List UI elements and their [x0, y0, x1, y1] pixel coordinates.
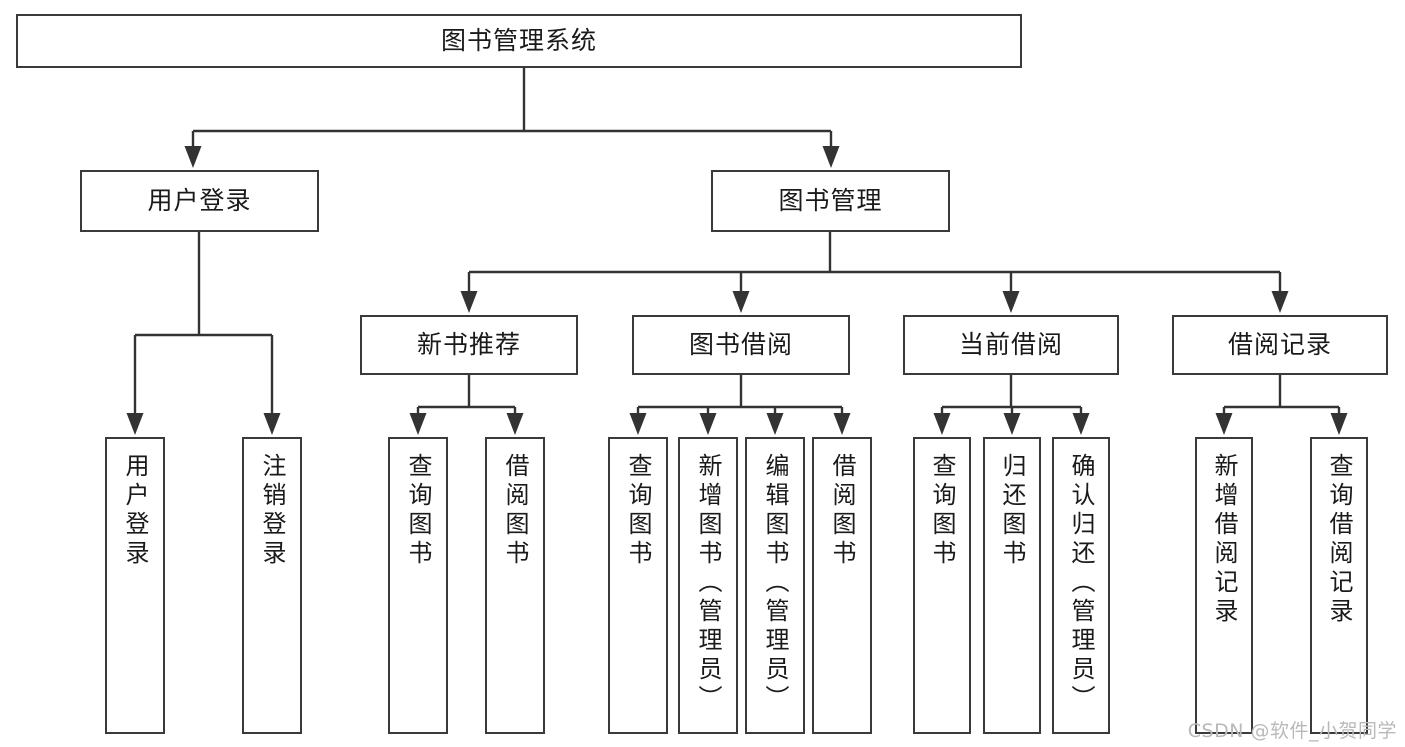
- node-label: 图书借阅: [688, 330, 793, 360]
- arrowhead-icon: [699, 413, 717, 435]
- arrowhead-icon: [732, 291, 750, 313]
- node-label: 归还图书: [998, 453, 1026, 569]
- arrowhead-icon: [1003, 413, 1021, 435]
- node-label: 确认归还（管理员）: [1067, 453, 1095, 714]
- arrowhead-icon: [1215, 413, 1233, 435]
- node-box[interactable]: 图书借阅: [632, 315, 850, 375]
- arrowhead-icon: [409, 413, 427, 435]
- node-label: 新增借阅记录: [1210, 453, 1238, 627]
- leaf-node-box[interactable]: 用户登录: [105, 437, 165, 734]
- arrowhead-icon: [766, 413, 784, 435]
- arrowhead-icon: [263, 413, 281, 435]
- node-label: 新增图书（管理员）: [694, 453, 722, 714]
- leaf-node-box[interactable]: 查询图书: [913, 437, 971, 734]
- node-label: 图书管理: [778, 186, 883, 216]
- node-box[interactable]: 借阅记录: [1172, 315, 1388, 375]
- node-box[interactable]: 图书管理系统: [16, 14, 1022, 68]
- node-label: 用户登录: [121, 453, 149, 569]
- node-label: 查询图书: [928, 453, 956, 569]
- node-label: 查询图书: [624, 453, 652, 569]
- node-label: 新书推荐: [416, 330, 521, 360]
- node-label: 查询图书: [404, 453, 432, 569]
- node-label: 当前借阅: [958, 330, 1063, 360]
- arrowhead-icon: [833, 413, 851, 435]
- leaf-node-box[interactable]: 查询图书: [388, 437, 448, 734]
- node-box[interactable]: 新书推荐: [360, 315, 578, 375]
- leaf-node-box[interactable]: 借阅图书: [485, 437, 545, 734]
- node-label: 用户登录: [147, 186, 252, 216]
- leaf-node-box[interactable]: 注销登录: [242, 437, 302, 734]
- arrowhead-icon: [822, 146, 840, 168]
- arrowhead-icon: [1002, 291, 1020, 313]
- arrowhead-icon: [933, 413, 951, 435]
- arrowhead-icon: [506, 413, 524, 435]
- leaf-node-box[interactable]: 编辑图书（管理员）: [745, 437, 805, 734]
- arrowhead-icon: [126, 413, 144, 435]
- node-label: 借阅图书: [828, 453, 856, 569]
- leaf-node-box[interactable]: 借阅图书: [812, 437, 872, 734]
- arrowhead-icon: [460, 291, 478, 313]
- leaf-node-box[interactable]: 确认归还（管理员）: [1052, 437, 1110, 734]
- node-label: 注销登录: [258, 453, 286, 569]
- node-label: 借阅记录: [1227, 330, 1332, 360]
- node-label: 图书管理系统: [440, 26, 597, 56]
- leaf-node-box[interactable]: 查询借阅记录: [1310, 437, 1368, 734]
- node-box[interactable]: 用户登录: [80, 170, 319, 232]
- arrowhead-icon: [1330, 413, 1348, 435]
- node-box[interactable]: 图书管理: [711, 170, 950, 232]
- node-label: 借阅图书: [501, 453, 529, 569]
- leaf-node-box[interactable]: 归还图书: [983, 437, 1041, 734]
- arrowhead-icon: [629, 413, 647, 435]
- arrowhead-icon: [1271, 291, 1289, 313]
- node-box[interactable]: 当前借阅: [903, 315, 1119, 375]
- arrowhead-icon: [184, 146, 202, 168]
- arrowhead-icon: [1072, 413, 1090, 435]
- node-label: 查询借阅记录: [1325, 453, 1353, 627]
- node-label: 编辑图书（管理员）: [761, 453, 789, 714]
- leaf-node-box[interactable]: 新增图书（管理员）: [678, 437, 738, 734]
- leaf-node-box[interactable]: 新增借阅记录: [1195, 437, 1253, 734]
- leaf-node-box[interactable]: 查询图书: [608, 437, 668, 734]
